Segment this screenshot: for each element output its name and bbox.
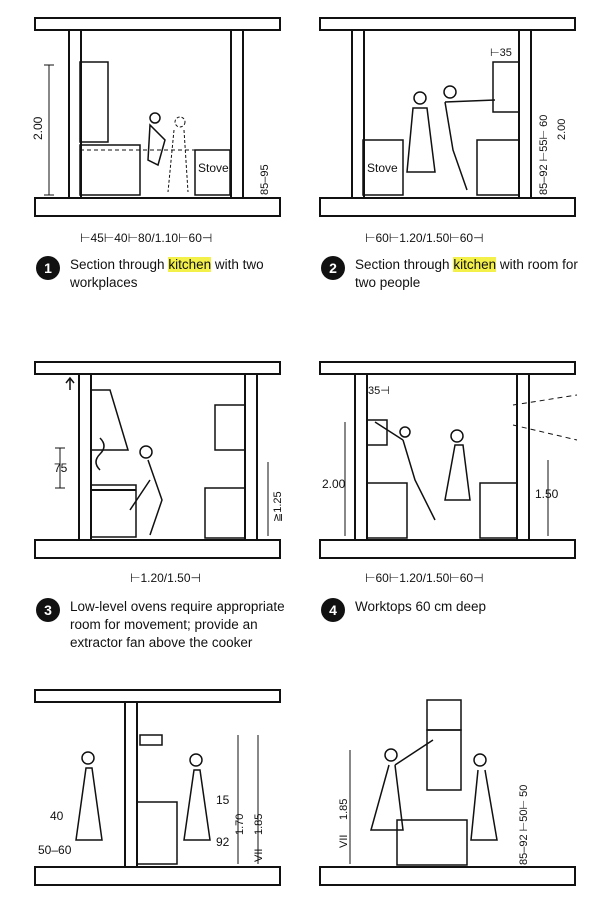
panel-3-dim-right: ≧1.25 bbox=[272, 491, 284, 522]
panel-2-dim-right-a: 85–92 ⊢55⊢ 60 bbox=[538, 115, 550, 195]
panel-5-dim-left-b: 50–60 bbox=[38, 843, 72, 857]
panel-5-dim-right-b: 1.85 bbox=[253, 814, 265, 835]
panel-5-dim-right-a: 1.70 bbox=[234, 814, 246, 835]
panel-5-drawing: 40 50–60 15 92 1.70 1.85 VII bbox=[34, 689, 281, 886]
panel-1-number-badge: 1 bbox=[36, 256, 60, 280]
panel-5-dim-mid-a: 15 bbox=[216, 793, 230, 807]
panel-5-two-people-worktop: 40 50–60 15 92 1.70 1.85 VII bbox=[0, 680, 295, 901]
panel-1-caption: 1 Section through kitchen with two workp… bbox=[36, 256, 291, 292]
panel-6-tall-unit-two-people: 1.85 VII 85–92 ⊢50⊢ 50 bbox=[295, 680, 589, 901]
panel-3-number-badge: 3 bbox=[36, 598, 60, 622]
panel-6-dim-right: 85–92 ⊢50⊢ 50 bbox=[518, 785, 530, 865]
panel-5-dim-right-c: VII bbox=[253, 849, 265, 862]
panel-3-dim-left: 75 bbox=[54, 461, 68, 475]
panel-2-number-badge: 2 bbox=[321, 256, 345, 280]
panel-4-dim-left: 2.00 bbox=[322, 477, 346, 491]
panel-1-dim-bottom: ⊢45⊢40⊢80/1.10⊢60⊣ bbox=[80, 231, 212, 245]
panel-5-dim-mid-b: 92 bbox=[216, 835, 230, 849]
panel-4-dim-top: 35⊣ bbox=[368, 385, 390, 397]
panel-1-stove-label: Stove bbox=[198, 161, 229, 175]
panel-1-dim-right: 85–95 bbox=[259, 164, 271, 195]
panel-1-kitchen-two-workplaces: 2.00 85–95 Stove ⊢45⊢40⊢80/1.10⊢60⊣ 1 Se… bbox=[0, 0, 295, 300]
panel-6-dim-left-a: 1.85 bbox=[338, 799, 350, 820]
panel-2-dim-bottom: ⊢60⊢1.20/1.50⊢60⊣ bbox=[365, 231, 484, 245]
panel-6-drawing: 1.85 VII 85–92 ⊢50⊢ 50 bbox=[319, 699, 576, 886]
panel-3-caption-text: Low-level ovens require appropriate room… bbox=[70, 599, 285, 650]
panel-2-kitchen-two-people: Stove ⊢35 85–92 ⊢55⊢ 60 2.00 ⊢60⊢1.20/1.… bbox=[295, 0, 589, 300]
panel-3-dim-bottom: ⊢1.20/1.50⊣ bbox=[130, 571, 201, 585]
panel-1-caption-highlight: kitchen bbox=[168, 257, 212, 272]
panel-4-drawing: 35⊣ 2.00 1.50 ⊢60⊢1.20/1.50⊢60⊣ bbox=[319, 361, 578, 585]
panel-2-dim-right-b: 2.00 bbox=[556, 119, 568, 140]
panel-4-worktops-60cm: 35⊣ 2.00 1.50 ⊢60⊢1.20/1.50⊢60⊣ 4 Workto… bbox=[295, 350, 589, 655]
panel-4-dim-bottom: ⊢60⊢1.20/1.50⊢60⊣ bbox=[365, 571, 484, 585]
panel-4-dim-right: 1.50 bbox=[535, 487, 559, 501]
panel-2-drawing: Stove ⊢35 85–92 ⊢55⊢ 60 2.00 ⊢60⊢1.20/1.… bbox=[319, 17, 576, 245]
panel-3-drawing: 75 ≧1.25 ⊢1.20/1.50⊣ bbox=[34, 361, 284, 585]
panel-2-caption-text: Section through kitchen with room for tw… bbox=[355, 257, 578, 290]
panel-6-dim-left-b: VII bbox=[338, 835, 350, 848]
panel-1-drawing: 2.00 85–95 Stove ⊢45⊢40⊢80/1.10⊢60⊣ bbox=[31, 17, 281, 245]
panel-4-number-badge: 4 bbox=[321, 598, 345, 622]
panel-4-caption: 4 Worktops 60 cm deep bbox=[321, 598, 583, 622]
panel-2-caption-highlight: kitchen bbox=[453, 257, 497, 272]
panel-5-dim-left-a: 40 bbox=[50, 809, 64, 823]
panel-2-dim-top: ⊢35 bbox=[490, 47, 512, 59]
panel-1-caption-text: Section through kitchen with two workpla… bbox=[70, 257, 264, 290]
panel-2-caption: 2 Section through kitchen with room for … bbox=[321, 256, 583, 292]
panel-3-low-level-ovens: 75 ≧1.25 ⊢1.20/1.50⊣ 3 Low-level ovens r… bbox=[0, 350, 295, 655]
panel-3-caption: 3 Low-level ovens require appropriate ro… bbox=[36, 598, 294, 652]
panel-2-stove-label: Stove bbox=[367, 161, 398, 175]
panel-1-dim-left: 2.00 bbox=[31, 116, 45, 140]
panel-4-caption-text: Worktops 60 cm deep bbox=[355, 599, 487, 614]
